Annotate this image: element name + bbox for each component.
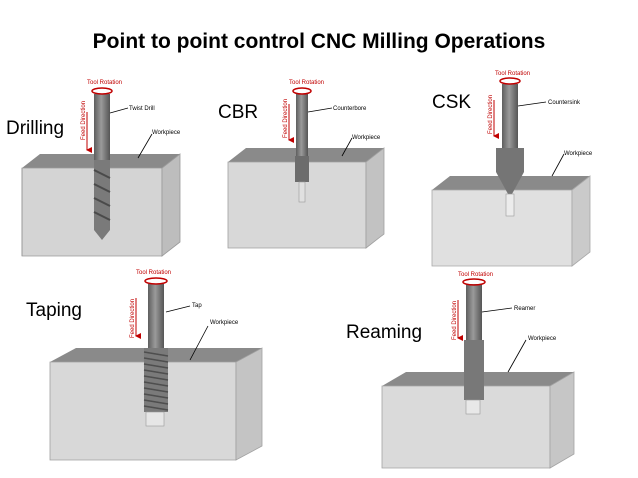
feed-label: Feed Direction (452, 301, 458, 340)
label-drilling: Drilling (6, 118, 65, 139)
feed-label: Feed Direction (283, 99, 289, 138)
counterbore-shank (296, 94, 308, 156)
reamer-body (464, 340, 484, 400)
countersink-body (496, 148, 524, 194)
rotation-label: Tool Rotation (289, 80, 324, 86)
feed-label: Feed Direction (81, 101, 87, 140)
label-reaming: Reaming (346, 322, 423, 343)
tool-label: Countersink (548, 100, 581, 106)
tool-label: Reamer (514, 306, 535, 312)
panel-csk: Tool Rotation Feed Direction Countersink… (431, 71, 593, 267)
counterbore-body (295, 156, 309, 182)
workpiece-side (161, 153, 181, 257)
rotation-icon (144, 277, 168, 285)
tap-threads (143, 351, 169, 411)
panel-taping: Tool Rotation Feed Direction Tap Workpie… (49, 270, 263, 461)
tool-label: Tap (192, 303, 202, 309)
rotation-icon (499, 77, 521, 85)
workpiece-side (549, 371, 575, 469)
drill-flutes (93, 169, 111, 221)
counterbore-pilot (298, 181, 306, 203)
tap-hole (145, 411, 165, 427)
workpiece-front (49, 361, 237, 461)
workpiece-side (235, 347, 263, 461)
feed-label: Feed Direction (488, 95, 494, 134)
label-csk: CSK (432, 92, 472, 113)
workpiece-label: Workpiece (152, 130, 181, 136)
feed-label: Feed Direction (130, 299, 136, 338)
rotation-label: Tool Rotation (458, 272, 493, 278)
panel-drilling: Tool Rotation Feed Direction Twist Drill… (21, 80, 181, 257)
rotation-label: Tool Rotation (495, 71, 530, 77)
page-title: Point to point control CNC Milling Opera… (92, 30, 546, 53)
workpiece-label: Workpiece (210, 320, 239, 326)
workpiece-label: Workpiece (352, 135, 381, 141)
workpiece-front (21, 167, 163, 257)
tool-label: Twist Drill (129, 106, 155, 112)
drill-shank (94, 94, 110, 160)
countersink-hole (505, 193, 515, 217)
workpiece-front (431, 189, 573, 267)
countersink-shank (502, 84, 518, 148)
rotation-icon (462, 278, 486, 286)
workpiece-label: Workpiece (564, 151, 593, 157)
label-cbr: CBR (218, 102, 259, 123)
reamer-hole (465, 399, 481, 415)
tap-shank (148, 284, 164, 348)
rotation-icon (91, 87, 113, 95)
panel-cbr: Tool Rotation Feed Direction Counterbore… (227, 80, 385, 249)
workpiece-label: Workpiece (528, 336, 557, 342)
rotation-label: Tool Rotation (136, 270, 171, 276)
rotation-label: Tool Rotation (87, 80, 122, 86)
label-taping: Taping (26, 300, 82, 321)
workpiece-side (365, 147, 385, 249)
workpiece-side (571, 175, 591, 267)
drill-body (94, 160, 110, 240)
rotation-icon (292, 87, 312, 95)
panel-reaming: Tool Rotation Feed Direction Reamer Work… (381, 272, 575, 469)
tool-label: Counterbore (333, 106, 367, 112)
reamer-shank (466, 284, 482, 340)
